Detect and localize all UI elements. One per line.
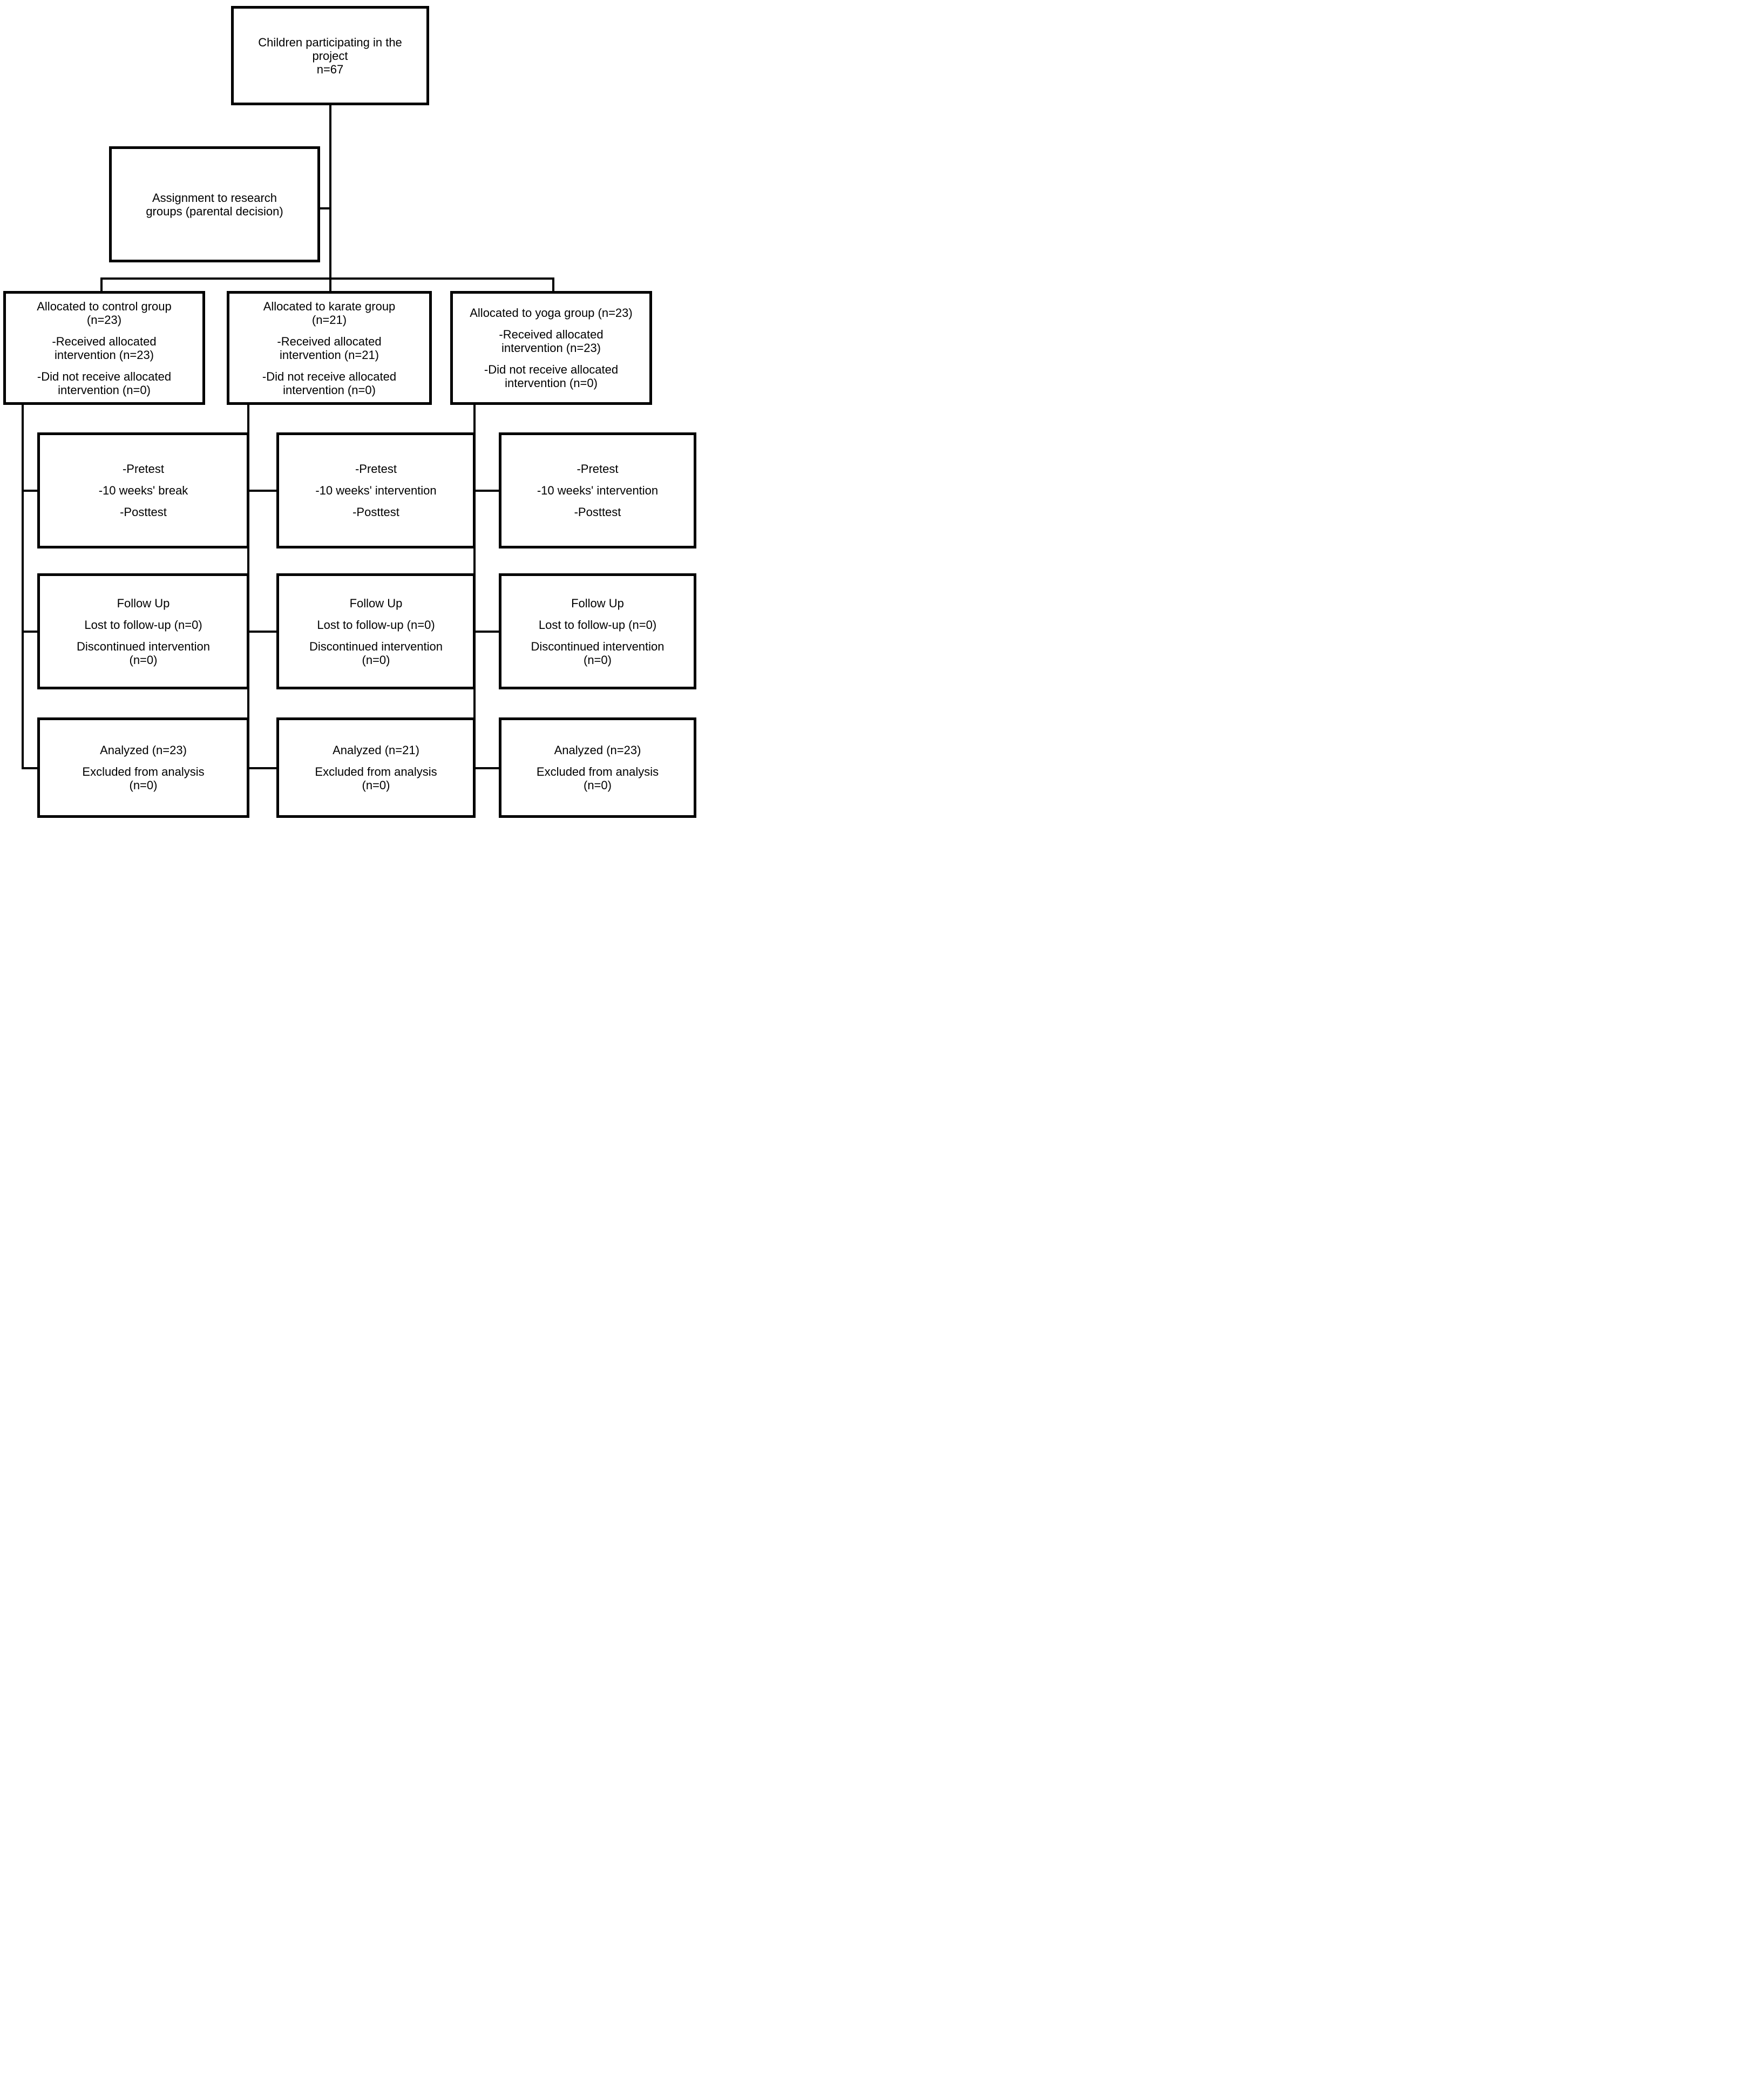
analyzed-karate-count: Analyzed (n=21) [333,743,419,757]
followup-karate-title: Follow Up [349,596,403,610]
allocated-yoga-received: -Received allocated intervention (n=23) [499,328,604,355]
box-participants: Children participating in the project n=… [231,6,429,105]
stub-followup-control [22,631,39,633]
box-followup-karate: Follow Up Lost to follow-up (n=0) Discon… [276,573,476,689]
allocated-karate-received: -Received allocated intervention (n=21) [277,334,382,362]
pretest-yoga-intervention: -10 weeks' intervention [537,484,659,497]
stub-analyzed-control [22,767,39,769]
connector-top-to-karate [329,105,331,294]
stub-analyzed-yoga [473,767,501,769]
connector-column-control [22,405,24,769]
followup-control-discontinued: Discontinued intervention (n=0) [76,639,211,667]
allocated-yoga-not-received: -Did not receive allocated intervention … [484,363,619,390]
allocated-yoga-title: Allocated to yoga group (n=23) [470,306,633,320]
stub-pretest-yoga [473,490,501,492]
followup-karate-discontinued: Discontinued intervention (n=0) [309,639,443,667]
connector-assignment-stub [319,207,330,209]
box-analyzed-control: Analyzed (n=23) Excluded from analysis (… [37,717,249,818]
pretest-control-break: -10 weeks' break [98,484,188,497]
stub-pretest-karate [247,490,279,492]
connector-branch-horizontal [100,277,554,280]
followup-control-title: Follow Up [117,596,170,610]
followup-karate-lost: Lost to follow-up (n=0) [317,618,435,632]
box-allocated-control: Allocated to control group (n=23) -Recei… [3,291,205,405]
box-pretest-control: -Pretest -10 weeks' break -Posttest [37,432,249,548]
analyzed-yoga-excluded: Excluded from analysis (n=0) [536,765,659,792]
followup-yoga-title: Follow Up [571,596,624,610]
pretest-control-posttest: -Posttest [120,505,167,519]
stub-analyzed-karate [247,767,279,769]
pretest-karate-pretest: -Pretest [355,462,397,476]
followup-yoga-lost: Lost to follow-up (n=0) [538,618,657,632]
analyzed-karate-excluded: Excluded from analysis (n=0) [315,765,437,792]
box-pretest-karate: -Pretest -10 weeks' intervention -Postte… [276,432,476,548]
followup-control-lost: Lost to follow-up (n=0) [84,618,202,632]
analyzed-control-excluded: Excluded from analysis (n=0) [82,765,205,792]
box-analyzed-yoga: Analyzed (n=23) Excluded from analysis (… [499,717,696,818]
analyzed-control-count: Analyzed (n=23) [100,743,187,757]
connector-drop-yoga [552,277,554,294]
box-followup-yoga: Follow Up Lost to follow-up (n=0) Discon… [499,573,696,689]
box-followup-control: Follow Up Lost to follow-up (n=0) Discon… [37,573,249,689]
box-assignment-text: Assignment to research groups (parental … [146,191,283,218]
connector-drop-control [100,277,103,294]
analyzed-yoga-count: Analyzed (n=23) [554,743,641,757]
followup-yoga-discontinued: Discontinued intervention (n=0) [531,639,665,667]
allocated-control-title: Allocated to control group (n=23) [37,299,172,327]
allocated-control-not-received: -Did not receive allocated intervention … [37,369,172,397]
pretest-karate-posttest: -Posttest [352,505,399,519]
stub-pretest-control [22,490,39,492]
pretest-karate-intervention: -10 weeks' intervention [315,484,437,497]
pretest-control-pretest: -Pretest [122,462,165,476]
box-pretest-yoga: -Pretest -10 weeks' intervention -Postte… [499,432,696,548]
allocated-karate-title: Allocated to karate group (n=21) [263,299,396,327]
allocated-control-received: -Received allocated intervention (n=23) [52,334,157,362]
box-allocated-karate: Allocated to karate group (n=21) -Receiv… [227,291,432,405]
pretest-yoga-posttest: -Posttest [574,505,621,519]
box-assignment: Assignment to research groups (parental … [109,146,320,262]
pretest-yoga-pretest: -Pretest [577,462,619,476]
box-participants-text: Children participating in the project n=… [258,35,402,76]
stub-followup-karate [247,631,279,633]
box-allocated-yoga: Allocated to yoga group (n=23) -Received… [450,291,652,405]
consort-flow-diagram: Children participating in the project n=… [0,0,702,840]
allocated-karate-not-received: -Did not receive allocated intervention … [262,369,397,397]
box-analyzed-karate: Analyzed (n=21) Excluded from analysis (… [276,717,476,818]
stub-followup-yoga [473,631,501,633]
